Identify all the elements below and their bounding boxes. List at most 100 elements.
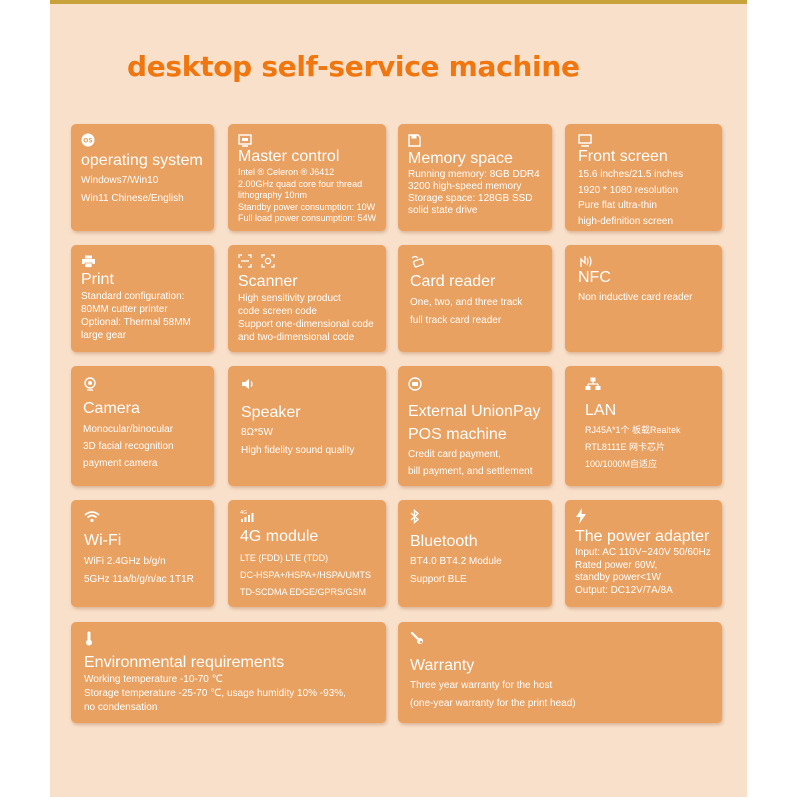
card-line: 100/1000M自适应 bbox=[585, 459, 658, 469]
camera-icon bbox=[83, 375, 206, 393]
card-line: RJ45A*1个 板载Realtek bbox=[585, 425, 681, 435]
card-line: Full load power consumption: 54W bbox=[238, 213, 377, 223]
card-line: One, two, and three track bbox=[410, 297, 523, 308]
feature-card-print: Print Standard configuration: 80MM cutte… bbox=[71, 245, 214, 352]
card-title: External UnionPay bbox=[408, 403, 541, 420]
card-title: Print bbox=[81, 271, 114, 288]
card-title: Camera bbox=[83, 400, 140, 417]
feature-card-bluetooth: Bluetooth BT4.0 BT4.2 Module Support BLE bbox=[398, 500, 552, 607]
card-line: High sensitivity product bbox=[238, 293, 341, 304]
card-line: Storage space: 128GB SSD bbox=[408, 193, 533, 204]
feature-card-master-control: Master control Intel ® Celeron ® J6412 2… bbox=[228, 124, 386, 231]
feature-card-card-reader: Card reader One, two, and three track fu… bbox=[398, 245, 552, 352]
card-line: Storage temperature -25-70 ℃, usage humi… bbox=[84, 688, 346, 699]
card-line: Running memory: 8GB DDR4 bbox=[408, 169, 540, 180]
feature-card-nfc: NFC Non inductive card reader bbox=[565, 245, 722, 352]
feature-card-warranty: Warranty Three year warranty for the hos… bbox=[398, 622, 722, 723]
card-line: Output: DC12V/7A/8A bbox=[575, 584, 673, 596]
card-title: Speaker bbox=[241, 404, 301, 421]
card-line: Optional: Thermal 58MM bbox=[81, 317, 191, 328]
card-line: 15.6 inches/21.5 inches bbox=[578, 169, 684, 180]
card-title: NFC bbox=[578, 269, 611, 286]
card-line: Credit card payment, bbox=[408, 449, 501, 460]
card-line: Working temperature -10-70 ℃ bbox=[84, 674, 223, 685]
card-line: BT4.0 BT4.2 Module bbox=[410, 556, 502, 567]
feature-card-environmental-requirements: Environmental requirements Working tempe… bbox=[71, 622, 386, 723]
feature-card-pos-machine: External UnionPay POS machine Credit car… bbox=[398, 366, 552, 486]
nfc-icon bbox=[578, 252, 714, 270]
feature-card-power-adapter: The power adapter Input: AC 110V~240V 50… bbox=[565, 500, 722, 607]
card-line: 80MM cutter printer bbox=[81, 304, 168, 315]
card-line: TD-SCDMA EDGE/GPRS/GSM bbox=[240, 587, 367, 597]
card-title: Front screen bbox=[578, 148, 668, 165]
card-title: Environmental requirements bbox=[84, 654, 285, 671]
scan-icon bbox=[238, 252, 378, 270]
thermometer-icon bbox=[84, 629, 378, 647]
save-icon bbox=[408, 131, 544, 149]
card-line: Support one-dimensional code bbox=[238, 319, 374, 330]
card-line: Monocular/binocular bbox=[83, 424, 174, 435]
printer-icon bbox=[81, 252, 206, 270]
card-line: Non inductive card reader bbox=[578, 292, 693, 303]
svg-text:4G: 4G bbox=[240, 510, 247, 516]
feature-card-memory-space: Memory space Running memory: 8GB DDR4 32… bbox=[398, 124, 552, 231]
card-line: 2.00GHz quad core four thread bbox=[238, 178, 363, 189]
card-line: solid state drive bbox=[408, 205, 478, 216]
lan-icon bbox=[585, 375, 714, 393]
card-title: Card reader bbox=[410, 273, 496, 290]
card-line: 5GHz 11a/b/g/n/ac 1T1R bbox=[84, 574, 194, 585]
card-line: WiFi 2.4GHz b/g/n bbox=[84, 556, 166, 567]
card-line: 1920 * 1080 resolution bbox=[578, 184, 679, 196]
card-line: Standby power consumption: 10W bbox=[238, 201, 376, 212]
card-line: 8Ω*5W bbox=[241, 427, 273, 438]
card-line: Three year warranty for the host bbox=[410, 680, 553, 691]
feature-card-camera: Camera Monocular/binocular 3D facial rec… bbox=[71, 366, 214, 486]
feature-card-speaker: Speaker 8Ω*5W High fidelity sound qualit… bbox=[228, 366, 386, 486]
feature-card-front-screen: Front screen 15.6 inches/21.5 inches 192… bbox=[565, 124, 722, 231]
card-line: full track card reader bbox=[410, 315, 502, 326]
card-title: The power adapter bbox=[575, 528, 710, 545]
card-title: Master control bbox=[238, 148, 340, 165]
signal-4g-icon: 4G bbox=[240, 507, 378, 525]
card-line: RTL8111E 网卡芯片 bbox=[585, 442, 666, 452]
card-line: high-definition screen bbox=[578, 215, 674, 227]
feature-card-wifi: Wi-Fi WiFi 2.4GHz b/g/n 5GHz 11a/b/g/n/a… bbox=[71, 500, 214, 607]
card-line: code screen code bbox=[238, 306, 317, 317]
bluetooth-icon bbox=[410, 507, 544, 525]
card-tap-icon bbox=[410, 252, 544, 270]
card-line: Input: AC 110V~240V 50/60Hz bbox=[575, 547, 711, 558]
card-title: 4G module bbox=[240, 528, 319, 545]
card-line: 3D facial recognition bbox=[83, 441, 174, 452]
feature-card-operating-system: OS operating system Windows7/Win10 Win11… bbox=[71, 124, 214, 231]
card-title: operating system bbox=[81, 152, 203, 169]
card-line: payment camera bbox=[83, 458, 158, 469]
feature-card-4g-module: 4G 4G module LTE (FDD) LTE (TDD) DC-HSPA… bbox=[228, 500, 386, 607]
os-icon: OS bbox=[81, 131, 206, 149]
card-line: LTE (FDD) LTE (TDD) bbox=[240, 553, 329, 563]
card-line: 3200 high-speed memory bbox=[408, 181, 522, 192]
card-line: Win11 Chinese/English bbox=[81, 193, 184, 204]
cpu-icon bbox=[238, 131, 378, 149]
wrench-icon bbox=[410, 629, 714, 647]
feature-card-scanner: Scanner High sensitivity product code sc… bbox=[228, 245, 386, 352]
wifi-icon bbox=[84, 507, 206, 525]
pos-icon bbox=[408, 375, 544, 393]
card-line: Intel ® Celeron ® J6412 bbox=[238, 167, 335, 177]
card-line: DC-HSPA+/HSPA+/HSPA/UMTS bbox=[240, 570, 372, 580]
card-line: High fidelity sound quality bbox=[241, 445, 355, 456]
card-title: Wi-Fi bbox=[84, 532, 122, 549]
card-line: bill payment, and settlement bbox=[408, 466, 533, 477]
card-line: (one-year warranty for the print head) bbox=[410, 698, 576, 709]
page-title: desktop self-service machine bbox=[127, 50, 580, 83]
card-line: and two-dimensional code bbox=[238, 332, 355, 343]
card-line: Pure flat ultra-thin bbox=[578, 200, 657, 211]
card-title: Scanner bbox=[238, 273, 298, 290]
feature-card-lan: LAN RJ45A*1个 板载Realtek RTL8111E 网卡芯片 100… bbox=[565, 366, 722, 486]
svg-text:OS: OS bbox=[83, 138, 92, 145]
card-title-line2: POS machine bbox=[408, 426, 507, 443]
monitor-icon bbox=[578, 131, 714, 149]
card-line: Rated power 60W, bbox=[575, 559, 658, 571]
speaker-icon bbox=[241, 375, 378, 393]
bolt-icon bbox=[575, 507, 714, 525]
top-decor-strip bbox=[50, 0, 747, 4]
